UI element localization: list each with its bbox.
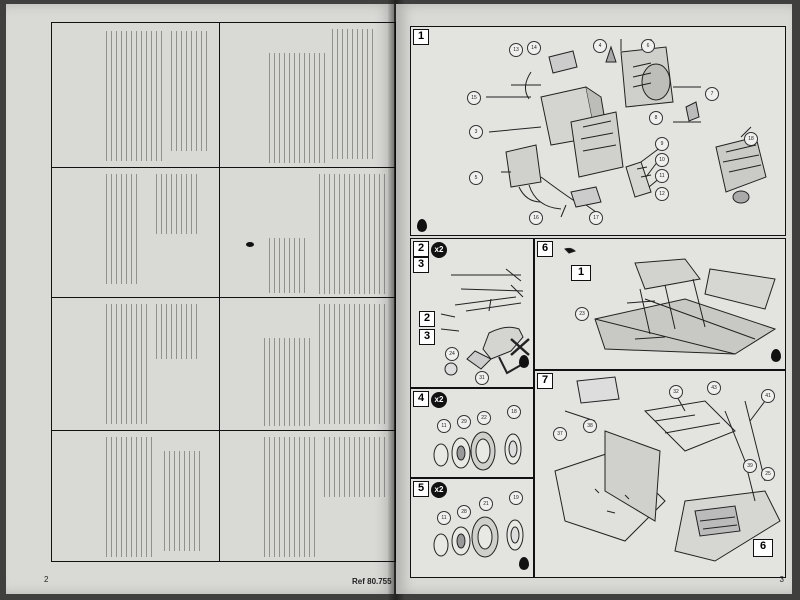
step-1-panel: 1 [410,26,786,236]
step-number: 3 [413,257,429,273]
callout: 13 [509,43,523,57]
inset-label: 2 [419,311,435,327]
reference-number: Ref 80.755 [352,577,392,586]
grid-cell [52,23,220,168]
callout: 12 [655,187,669,201]
step-6-diagram [564,247,777,355]
grid-cell [220,431,395,561]
callout: 11 [437,511,451,525]
grid-cell [220,168,395,298]
callout: 23 [575,307,589,321]
x2-badge-icon: x2 [431,482,447,498]
callout: 25 [761,467,775,481]
page-number-left: 2 [44,575,49,584]
step-number: 6 [537,241,553,257]
callout: 14 [527,41,541,55]
step-4-diagram [433,431,522,471]
callout: 24 [445,347,459,361]
callout: 16 [529,211,543,225]
step-7-diagram [554,376,781,562]
callout: 11 [655,169,669,183]
left-page: 2 [6,4,396,594]
right-page: 1 [352,4,792,594]
callout: 5 [469,171,483,185]
step-number: 1 [413,29,429,45]
callout: 31 [475,371,489,385]
callout: 29 [457,415,471,429]
callout: 43 [707,381,721,395]
callout: 38 [583,419,597,433]
callout: 4 [593,39,607,53]
ink-blot [246,242,254,247]
water-drop-icon [417,219,427,232]
callout: 9 [655,137,669,151]
step-2-3-diagram [440,268,530,376]
text-grid [51,22,396,562]
callout: 19 [509,491,523,505]
grid-cell [220,23,395,168]
step-number: 4 [413,391,429,407]
water-drop-icon [771,349,781,362]
step-1-diagram [486,39,767,218]
step-6-panel: 6 1 23 [534,238,786,370]
grid-cell [220,298,395,431]
callout: 18 [507,405,521,419]
x2-badge-icon: x2 [431,392,447,408]
grid-cell [52,168,220,298]
callout: 37 [553,427,567,441]
water-drop-icon [519,557,529,570]
grid-cell [52,298,220,431]
callout: 39 [743,459,757,473]
grid-cell [52,431,220,561]
inset-label: 1 [571,265,591,281]
x2-badge-icon: x2 [431,242,447,258]
callout: 10 [655,153,669,167]
callout: 15 [467,91,481,105]
callout: 3 [469,125,483,139]
callout: 11 [437,419,451,433]
callout: 32 [669,385,683,399]
callout: 8 [649,111,663,125]
callout: 41 [761,389,775,403]
step-number: 5 [413,481,429,497]
step-5-diagram [433,516,524,558]
callout: 21 [479,497,493,511]
step-2-3-panel: 2 3 x2 2 3 24 31 [410,238,534,388]
step-number: 7 [537,373,553,389]
callout: 17 [589,211,603,225]
callout: 7 [705,87,719,101]
step-number: 2 [413,241,429,257]
inset-label: 6 [753,539,773,557]
inset-label: 3 [419,329,435,345]
callout: 18 [744,132,758,146]
step-5-panel: 5 x2 11 28 21 19 [410,478,534,578]
callout: 22 [477,411,491,425]
step-4-panel: 4 x2 11 29 22 18 [410,388,534,478]
callout: 28 [457,505,471,519]
step-7-panel: 7 37 38 32 43 41 39 25 6 [534,370,786,578]
callout: 6 [641,39,655,53]
page-number-right: 3 [779,575,784,584]
water-drop-icon [519,355,529,368]
